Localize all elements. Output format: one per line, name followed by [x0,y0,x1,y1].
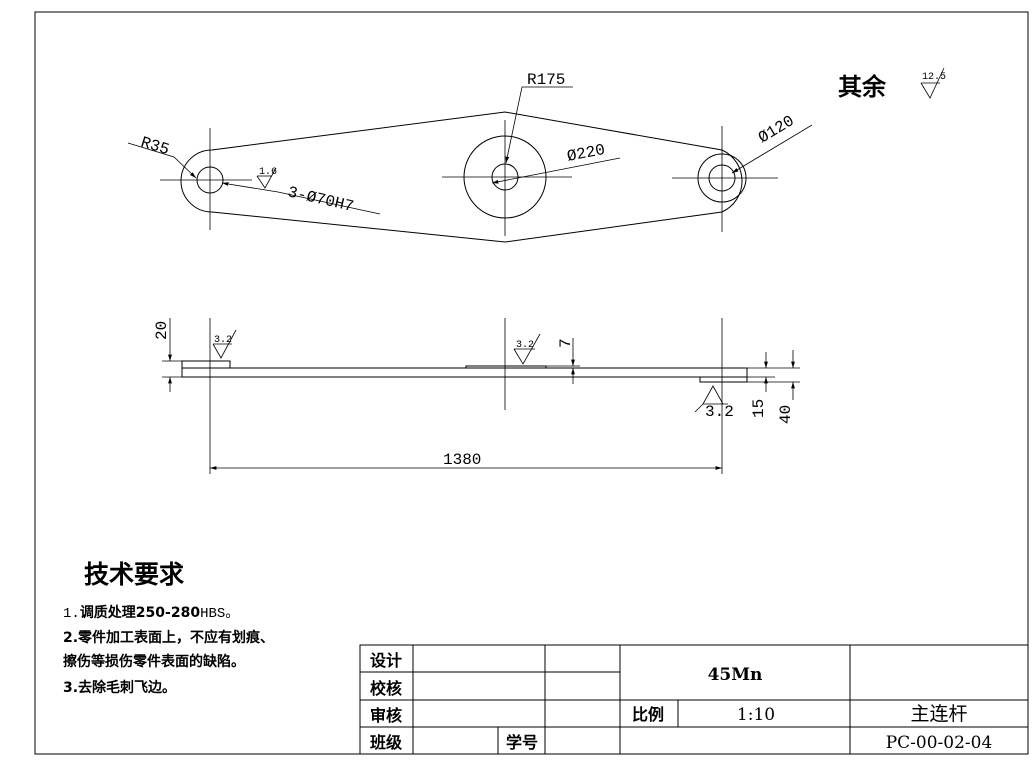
left-roughness-value: 3.2 [214,335,232,346]
plate-thickness-label: 15 [750,399,768,418]
r35-leader [127,142,197,179]
tb-review: 审核 [370,706,402,725]
holes-label: 3-Ø70H7 [286,183,356,216]
tb-material: 45Mn [708,665,763,685]
title-block: 设计 校核 审核 班级 学号 45Mn 比例 1:10 主连杆 PC-00-02… [359,644,1029,755]
technical-requirements: 技术要求 1.调质处理250-280HBS。 2.零件加工表面上，不应有划痕、 … [63,560,274,696]
other-surfaces-label: 其余 [838,73,887,101]
r35-label: R35 [139,134,172,160]
dia220-leader [491,157,621,184]
front-view: R35 3-Ø70H7 1.6 R175 Ø220 Ø120 [127,71,813,243]
dia120-label: Ø120 [755,112,797,147]
tb-part-name: 主连杆 [910,703,967,725]
hole-roughness-symbol [256,167,277,189]
right-roughness-value: 3.2 [705,403,734,421]
requirement-2-line1: 2.零件加工表面上，不应有划痕、 [63,629,274,646]
tb-scale-label: 比例 [632,705,664,724]
tb-scale: 1:10 [737,705,775,725]
requirement-2-line2: 擦伤等损伤零件表面的缺陷。 [63,653,245,670]
tb-design: 设计 [370,651,402,670]
total-height-label: 40 [777,405,795,424]
holes-leader [221,182,381,215]
side-view: 20 3.2 3.2 7 3.2 15 40 [153,318,800,474]
length-label: 1380 [443,451,481,469]
dia120-leader [731,124,813,174]
boss-height-label: 20 [153,321,171,340]
tb-student-no: 学号 [506,733,538,752]
side-center-boss [465,365,547,369]
r175-leader [505,86,573,164]
roughness-symbol-icon [920,67,945,99]
left-roughness-symbol [212,329,237,359]
hole-roughness-value: 1.6 [259,167,277,178]
tb-class: 班级 [370,733,403,752]
tb-drawing-no: PC-00-02-04 [886,733,993,753]
other-surfaces-roughness: 12.5 [922,72,946,83]
other-surfaces-note: 其余 12.5 [838,67,946,101]
link-outline [180,111,743,243]
r175-label: R175 [527,71,565,89]
side-plate [181,367,748,378]
center-depth-label: 7 [557,338,575,348]
requirement-1: 1.调质处理250-280HBS。 [63,604,239,622]
side-left-boss [181,360,231,369]
center-roughness-value: 3.2 [516,340,534,351]
right-roughness-symbol [702,385,724,405]
center-roughness-symbol [513,333,541,365]
requirements-title: 技术要求 [84,560,184,589]
side-right-boss [699,376,748,383]
requirement-3: 3.去除毛刺飞边。 [63,679,176,696]
tb-check: 校核 [370,679,402,698]
